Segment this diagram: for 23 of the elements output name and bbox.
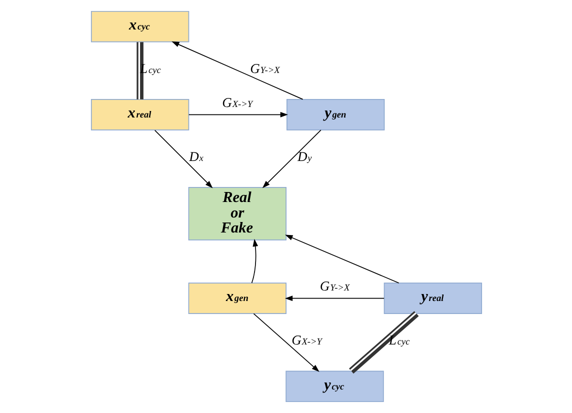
edge-label: GX->Y [222,94,252,110]
arrow [252,313,319,372]
node-box: xcyc [90,10,189,42]
arrow [284,234,399,284]
node-box: Real or Fake [188,187,286,240]
node-box: xreal [90,99,189,130]
edge-label: Dy [297,149,312,164]
arrow [154,130,212,188]
arrow [171,41,303,100]
connector [348,311,418,374]
connector [136,42,143,100]
edge-label: GX->Y [291,332,322,348]
edge-label: Dx [188,149,203,164]
edge-label: GY->X [250,61,280,76]
node-box: ycyc [285,370,384,402]
node-box: yreal [383,282,482,314]
node-box: ygen [286,99,384,130]
edge-label: GY->X [319,278,350,294]
arrow [188,112,288,118]
arrow [284,296,384,302]
arrow [262,130,321,188]
arrow [250,238,258,284]
node-box: xgen [188,282,286,314]
